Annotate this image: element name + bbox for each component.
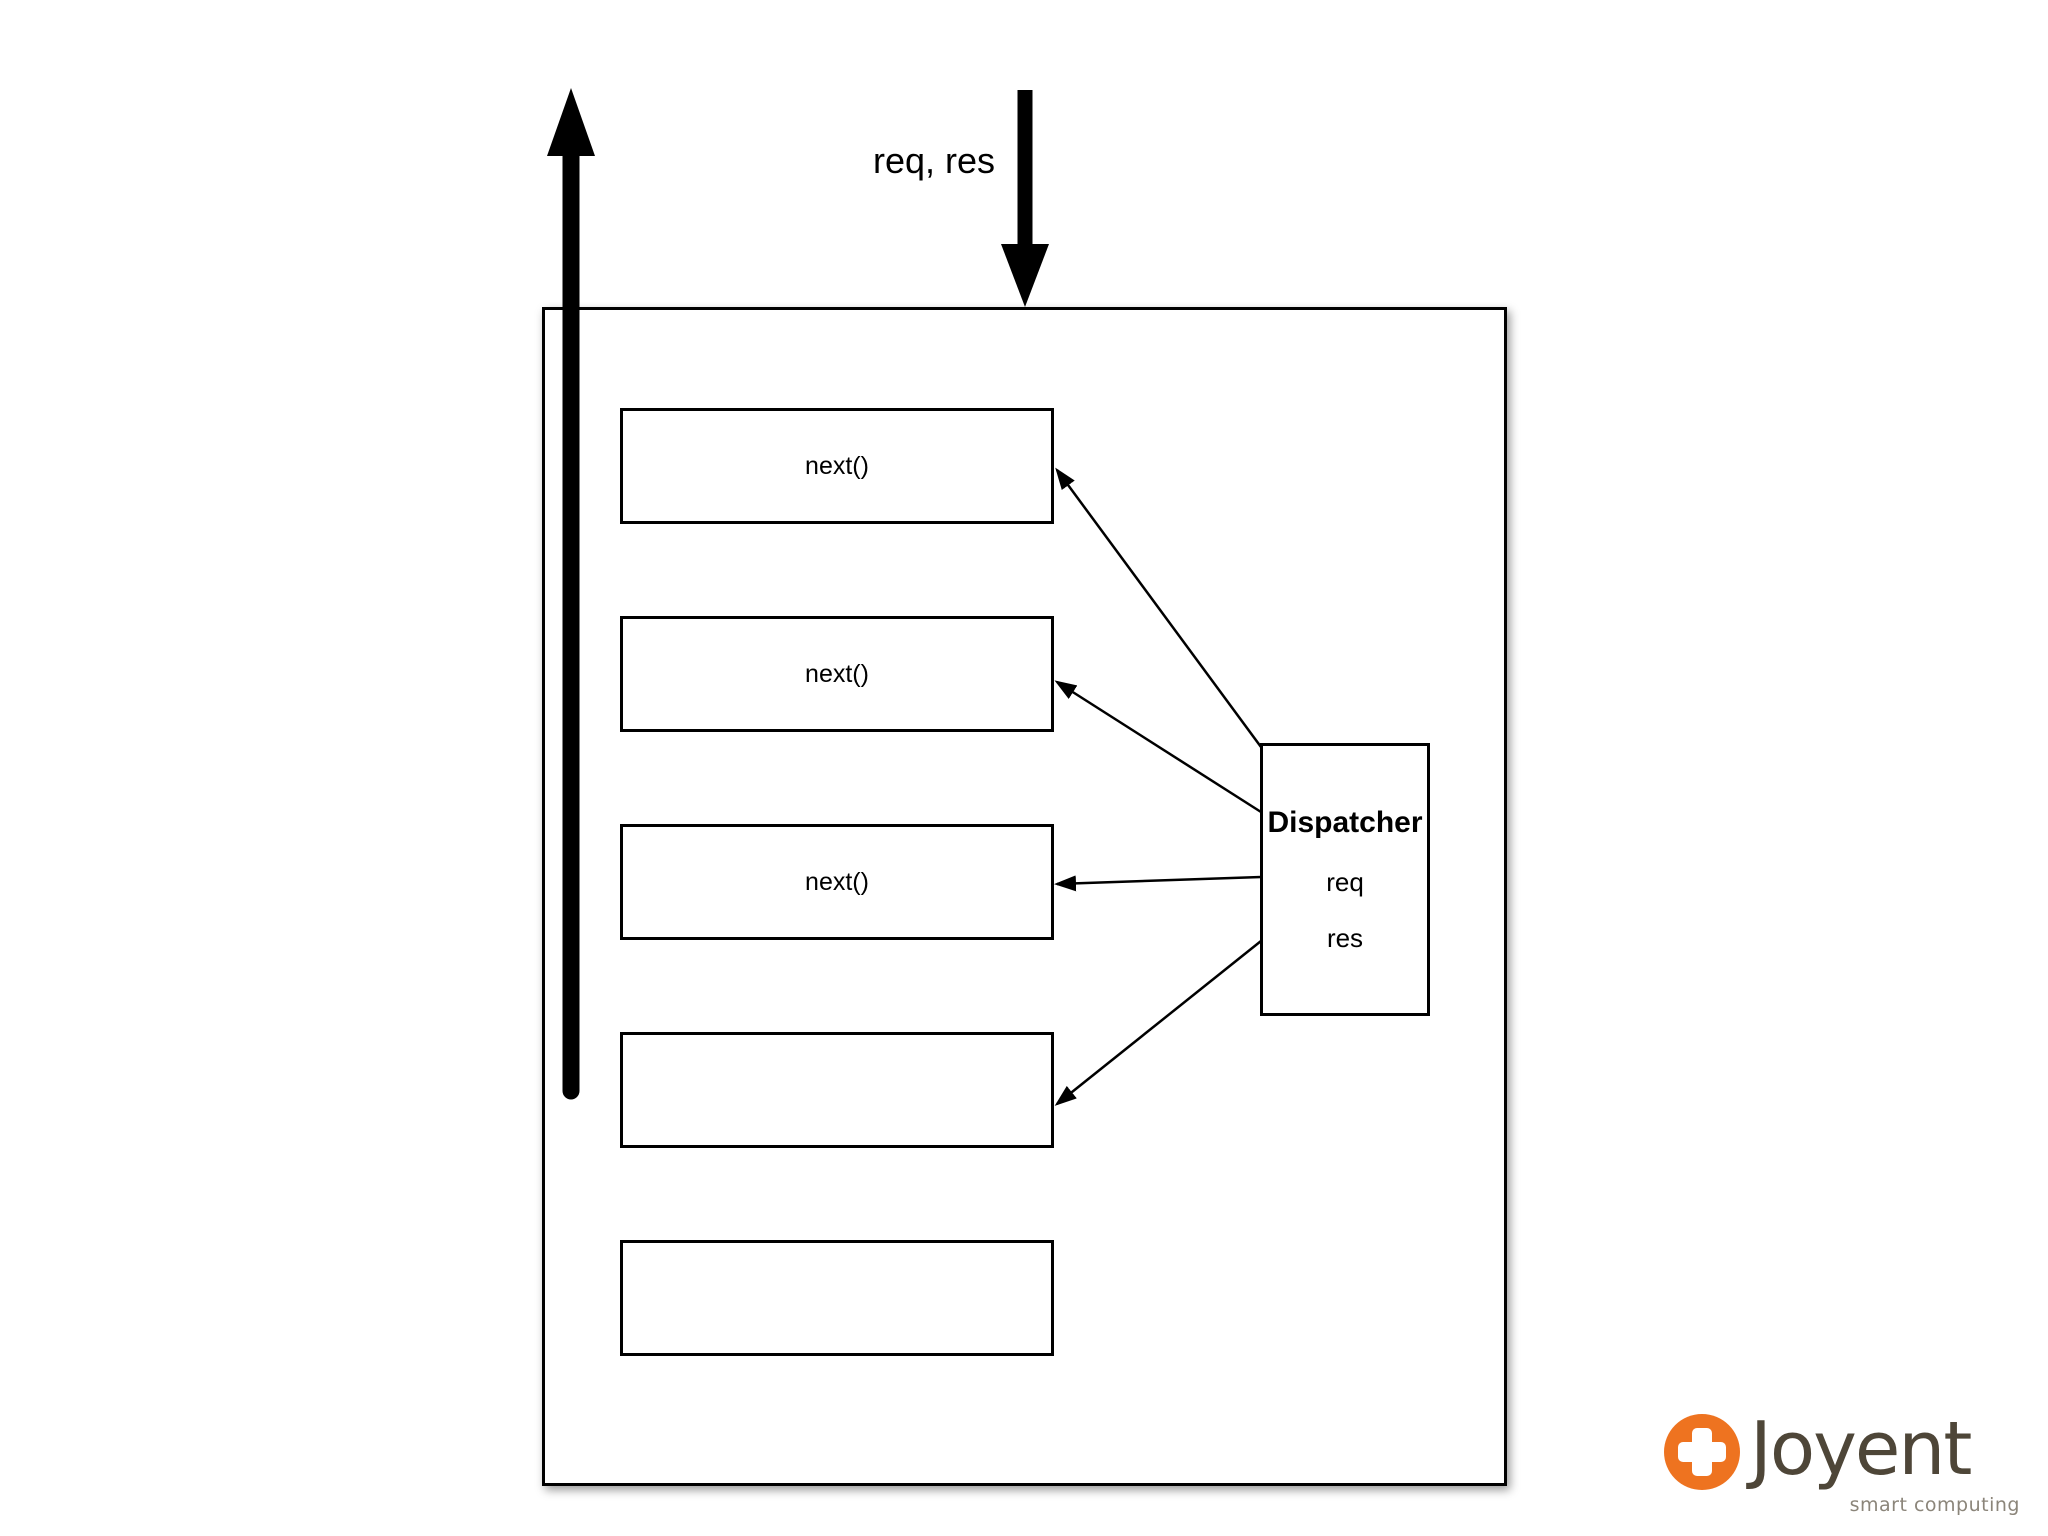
joyent-tagline: smart computing	[1849, 1494, 2020, 1516]
next-label: next()	[805, 451, 869, 480]
next-label: next()	[805, 659, 869, 688]
dispatcher-title: Dispatcher	[1267, 806, 1423, 839]
next-label: next()	[805, 867, 869, 896]
joyent-plus-icon	[1664, 1414, 1740, 1490]
middleware-box	[620, 1032, 1054, 1148]
middleware-box: next()	[620, 616, 1054, 732]
dispatcher-field-req: req	[1326, 867, 1364, 897]
joyent-logo: Joyent smart computing	[1664, 1404, 2026, 1522]
middleware-box: next()	[620, 408, 1054, 524]
dispatcher-field-res: res	[1326, 923, 1364, 953]
middleware-box: next()	[620, 824, 1054, 940]
joyent-wordmark: Joyent	[1750, 1406, 1972, 1492]
middleware-box	[620, 1240, 1054, 1356]
dispatcher-box: Dispatcher req res	[1260, 743, 1430, 1016]
request-down-arrow	[1001, 90, 1049, 307]
request-label: req, res	[872, 140, 995, 181]
